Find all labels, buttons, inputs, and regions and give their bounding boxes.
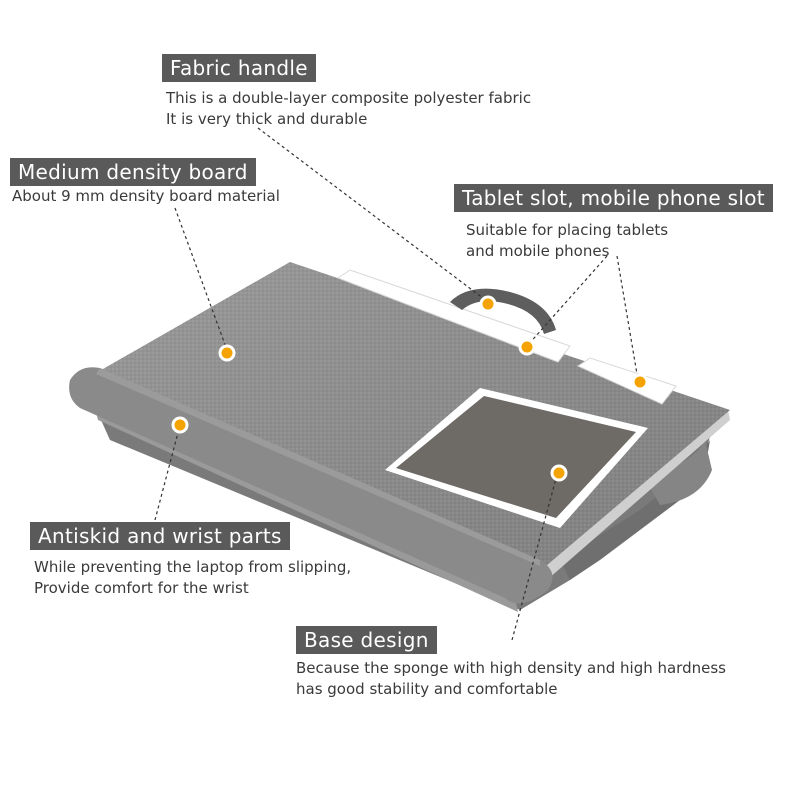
marker-antiskid-wrist: [171, 416, 189, 434]
fabric-handle-desc-line-2: It is very thick and durable: [166, 110, 368, 128]
tablet-slot-desc-line-1: Suitable for placing tablets: [466, 221, 669, 239]
fabric-handle-desc-line-1: This is a double-layer composite polyest…: [166, 89, 532, 107]
base-design-desc-line-1: Because the sponge with high density and…: [296, 659, 726, 677]
base-design-title: Base design: [296, 626, 437, 654]
marker-tablet-slot: [518, 338, 536, 356]
leader-medium-density-board: [174, 207, 228, 351]
base-design-desc-line-2: has good stability and comfortable: [296, 680, 558, 698]
leader-antiskid-wrist: [154, 424, 181, 521]
wrist-rest: [69, 367, 553, 604]
fabric-handle-title: Fabric handle: [162, 54, 316, 82]
leader-phone-slot: [616, 255, 639, 381]
leader-base-design: [511, 474, 558, 641]
antiskid-wrist-desc-line-1: While preventing the laptop from slippin…: [34, 558, 352, 576]
antiskid-wrist-title: Antiskid and wrist parts: [30, 522, 290, 550]
phone-slot: [576, 357, 677, 405]
marker-base-design: [550, 464, 568, 482]
medium-density-board-title: Medium density board: [10, 158, 256, 186]
leader-lines: [154, 127, 639, 641]
marker-medium-density-board: [218, 344, 236, 362]
marker-phone-slot: [631, 373, 649, 391]
tablet-slot-title: Tablet slot, mobile phone slot: [454, 184, 773, 212]
medium-density-board-desc-line-1: About 9 mm density board material: [12, 187, 280, 205]
antiskid-wrist-desc-line-2: Provide comfort for the wrist: [34, 579, 249, 597]
leader-tablet-slot: [526, 255, 608, 347]
tablet-slot-desc-line-2: and mobile phones: [466, 242, 610, 260]
markers: [171, 295, 649, 482]
tablet-slot: [336, 269, 571, 363]
fabric-handle-shape: [450, 288, 556, 334]
leader-fabric-handle: [257, 127, 489, 303]
marker-fabric-handle: [479, 295, 497, 313]
